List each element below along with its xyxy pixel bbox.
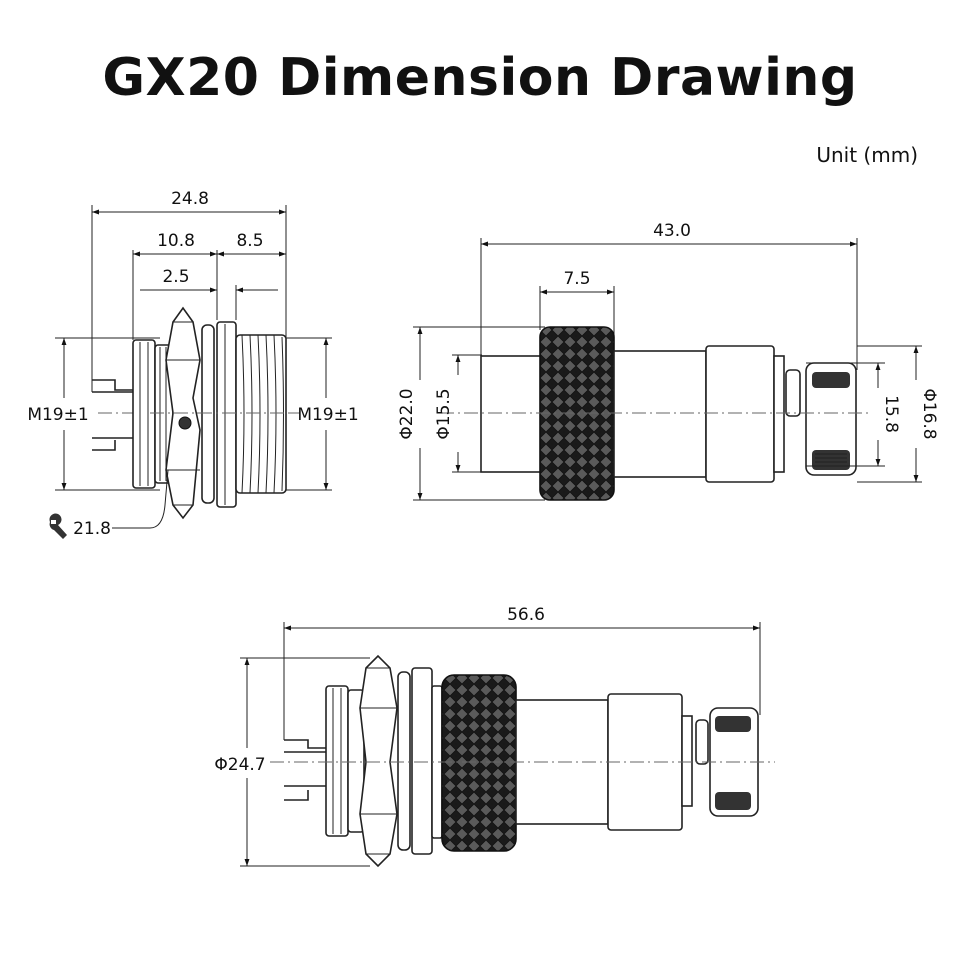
side-thread-length: 8.5	[236, 231, 263, 251]
plug-view	[413, 238, 922, 501]
plug-overall-length: 43.0	[653, 221, 691, 241]
side-flange-length: 10.8	[157, 231, 195, 251]
side-overall-length: 24.8	[171, 189, 209, 209]
assembly-diameter: Φ24.7	[214, 755, 265, 775]
plug-knurl-length: 7.5	[563, 269, 590, 289]
assembly-view	[240, 622, 775, 868]
wrench-icon	[49, 513, 67, 539]
side-view	[49, 205, 332, 539]
unit-label: Unit (mm)	[816, 143, 918, 167]
plug-cable-width: 15.8	[881, 395, 901, 433]
plug-inner-diameter: Φ15.5	[434, 388, 454, 439]
side-wrench-size: 21.8	[73, 519, 111, 539]
side-right-thread: M19±1	[297, 405, 358, 425]
drawing-title: GX20 Dimension Drawing	[102, 48, 858, 108]
assembly-overall-length: 56.6	[507, 605, 545, 625]
side-left-thread: M19±1	[27, 405, 88, 425]
side-gap: 2.5	[162, 267, 189, 287]
plug-outer-diameter: Φ22.0	[397, 388, 417, 439]
plug-tail-diameter: Φ16.8	[919, 388, 939, 439]
